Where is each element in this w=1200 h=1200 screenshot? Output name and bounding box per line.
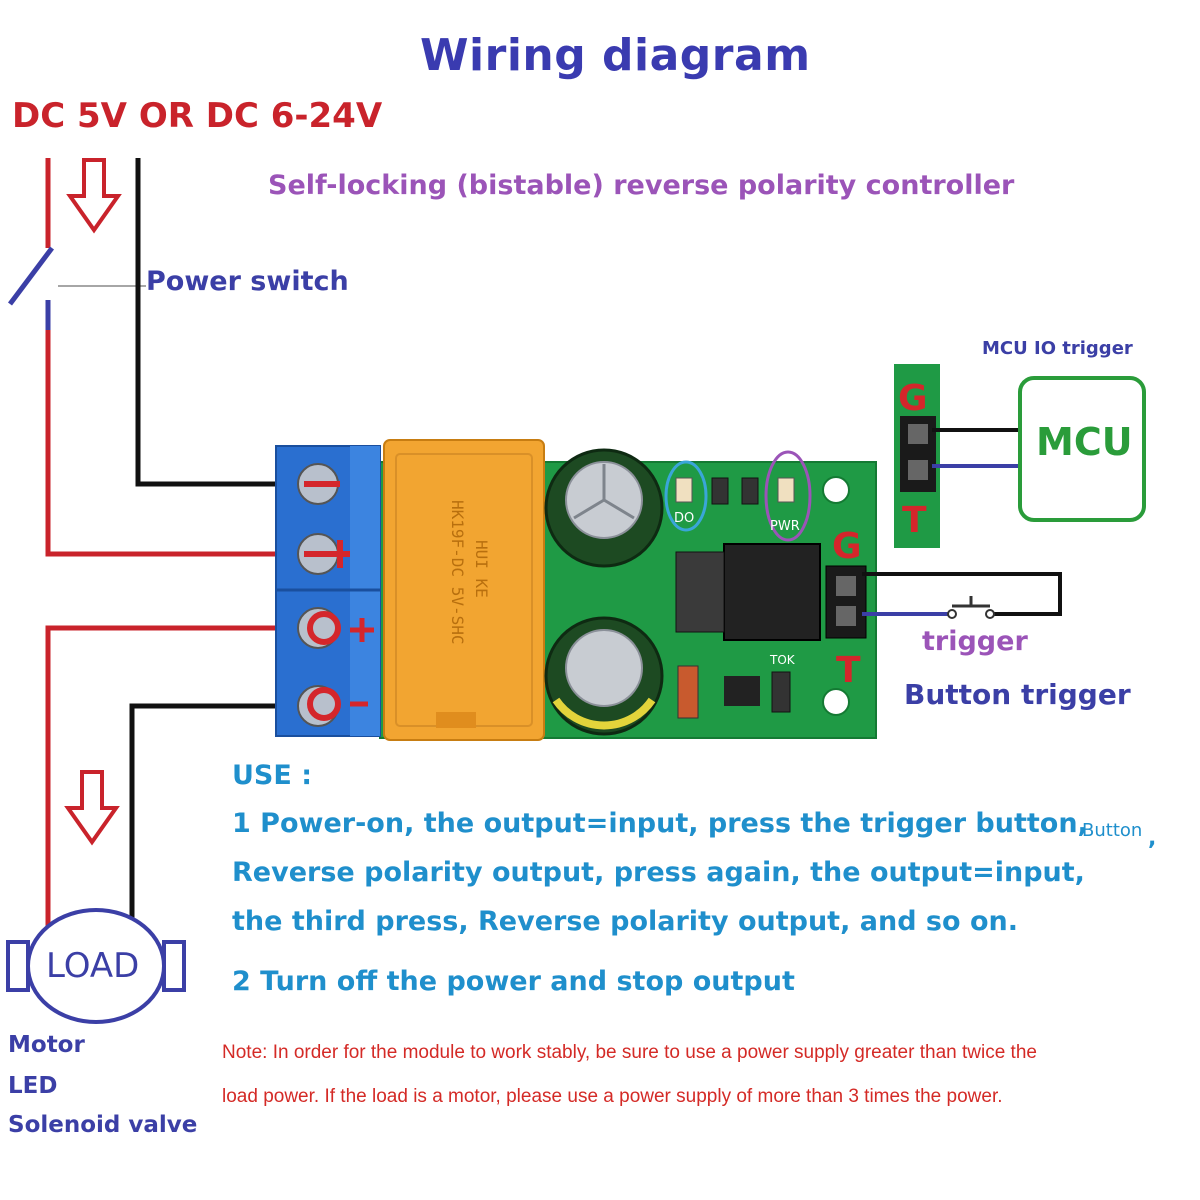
capacitor-top [565,629,643,707]
silk-label: TOK [769,653,796,667]
negative-output-wire [129,703,318,918]
button-trigger-label: Button trigger [904,678,1131,711]
capacitor-vent [573,464,635,520]
load-wiring [45,625,318,928]
subtitle: Self-locking (bistable) reverse polarity… [268,170,1015,201]
mcu-pin-g: G [898,378,928,419]
capacitor-stripe [552,697,656,730]
mosfet [723,543,821,641]
use-line-2: Reverse polarity output, press again, th… [232,857,1085,888]
positive-supply-wire-lower [45,300,310,557]
negative-supply-wire [135,158,310,487]
power-switch-label: Power switch [146,266,349,297]
trigger-label: trigger [922,626,1028,657]
supply-label: DC 5V OR DC 6-24V [12,96,383,136]
load-terminal-left [6,940,30,992]
resistor [741,477,759,505]
use-line-1-comma: , [1148,826,1157,851]
use-line-1: 1 Power-on, the output=input, press the … [232,808,1088,839]
load-label: LOAD [46,946,140,986]
led-highlight [764,450,812,542]
output-minus-ring [307,687,341,721]
page-title: Wiring diagram [420,30,811,81]
supply-wiring [8,158,310,557]
button-wiring [862,572,1062,619]
load-example-solenoid: Solenoid valve [8,1112,198,1138]
note-line-2: load power. If the load is a motor, plea… [222,1086,1003,1107]
relay-text: HUI KE [472,540,491,598]
mcu-label: MCU [1036,420,1133,464]
note-line-1: Note: In order for the module to work st… [222,1042,1037,1063]
load-example-motor: Motor [8,1032,85,1058]
push-button-contact [947,609,957,619]
down-arrow-icon [64,770,120,846]
load-terminal-right [162,940,186,992]
mosfet-tab [675,551,725,633]
switch-lever [8,246,54,306]
relay-text: HK19F-DC 5V-SHC [448,500,467,645]
header-pin-g [836,576,856,596]
mcu-box [1018,376,1146,522]
board-pin-t: T [836,650,861,691]
relay-tab [436,712,476,728]
header-pin-t [836,606,856,626]
button-wire-black [862,572,1062,616]
resistor [711,477,729,505]
use-line-4: 2 Turn off the power and stop output [232,966,795,997]
down-arrow-icon [66,158,122,234]
module-board [275,439,877,741]
mcu-header-pin [908,424,928,444]
load-example-led: LED [8,1073,58,1099]
resistor [771,671,791,713]
push-button-contact [985,609,995,619]
relay [383,439,545,741]
led-highlight [664,460,708,532]
led-pwr [777,477,795,503]
use-heading: USE : [232,760,313,791]
ic [724,676,760,706]
led-do [675,477,693,503]
output-plus-ring [307,611,341,645]
pin-letters: G T G T DO PWR TOK HK19F-DC 5V-SHC HUI K… [448,378,928,691]
led-label-pwr: PWR [770,519,800,534]
mcu-pin-t: T [902,500,927,541]
mcu-trigger [894,364,1146,548]
diode [677,665,699,719]
mounting-hole [822,476,850,504]
mcu-header-pin [908,460,928,480]
board-pin-g: G [832,526,862,567]
positive-output-wire [45,625,318,928]
use-line-3: the third press, Reverse polarity output… [232,906,1018,937]
use-line-1-extra: Button [1082,820,1143,841]
mounting-hole [822,688,850,716]
load-symbol [6,908,186,1024]
mcu-trigger-label: MCU IO trigger [982,338,1133,359]
led-label-do: DO [674,511,694,526]
